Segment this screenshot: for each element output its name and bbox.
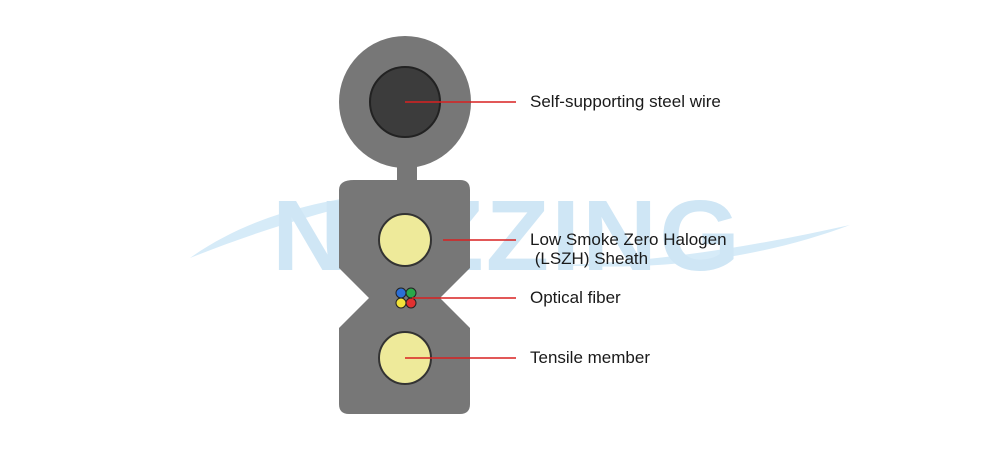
optical-fibers (395, 287, 417, 309)
label-sheath-line1: Low Smoke Zero Halogen (530, 230, 727, 249)
label-steel-wire: Self-supporting steel wire (530, 92, 721, 111)
fiber-blue (395, 287, 407, 299)
fiber-green (405, 287, 417, 299)
upper-strength-member (378, 213, 432, 267)
label-sheath-line2: (LSZH) Sheath (530, 249, 649, 268)
fiber-red (405, 297, 417, 309)
watermark-swoosh-right (560, 225, 850, 267)
fiber-yellow (395, 297, 407, 309)
label-optical-fiber: Optical fiber (530, 288, 621, 307)
label-tensile-member: Tensile member (530, 348, 650, 367)
